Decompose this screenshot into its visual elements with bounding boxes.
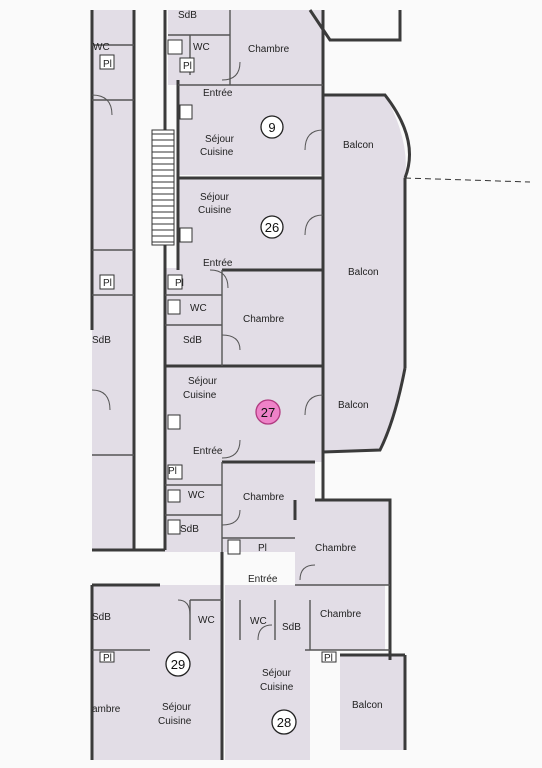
- label-sdb-26: SdB: [183, 335, 202, 346]
- label-wc-27: WC: [188, 490, 205, 501]
- label-chambre-26: Chambre: [243, 314, 285, 325]
- label-cuisine-28: Cuisine: [260, 682, 294, 693]
- label-wc-28: WC: [250, 616, 267, 627]
- label-entree-28: Entrée: [248, 574, 278, 585]
- apartment-26-badge: 26: [260, 215, 284, 239]
- label-cuisine-9: Cuisine: [200, 147, 234, 158]
- label-pl-top: Pl: [183, 61, 192, 72]
- label-entree-27: Entrée: [193, 446, 223, 457]
- label-pl-29: Pl: [103, 653, 112, 664]
- label-wc-top: WC: [193, 42, 210, 53]
- svg-text:28: 28: [277, 715, 291, 730]
- svg-text:27: 27: [261, 405, 275, 420]
- label-wc-26: WC: [190, 303, 207, 314]
- label-wc-29: WC: [198, 615, 215, 626]
- svg-text:9: 9: [268, 120, 275, 135]
- label-chambre-top: Chambre: [248, 44, 290, 55]
- label-balcon-28: Balcon: [352, 700, 383, 711]
- label-chambre-28: Chambre: [320, 609, 362, 620]
- label-entree-9: Entrée: [203, 88, 233, 99]
- label-pl-left-26: Pl: [103, 278, 112, 289]
- label-sejour-27: Séjour: [188, 376, 218, 387]
- room-labels: SdB WC WC Chambre Pl Pl Entrée Séjour Cu…: [92, 10, 383, 727]
- label-cuisine-29: Cuisine: [158, 716, 192, 727]
- label-pl-28-low: Pl: [324, 653, 333, 664]
- staircase: [151, 129, 175, 246]
- label-pl-28: Pl: [258, 543, 267, 554]
- apartment-numbers: 9 26 27 28 29: [165, 115, 297, 735]
- fixtures: [99, 39, 337, 663]
- svg-text:26: 26: [265, 220, 279, 235]
- doors: [91, 61, 324, 641]
- svg-text:29: 29: [171, 657, 185, 672]
- label-sdb-27: SdB: [180, 524, 199, 535]
- label-pl-26: Pl: [175, 278, 184, 289]
- apartment-28-badge: 28: [271, 709, 297, 735]
- label-cuisine-26: Cuisine: [198, 205, 232, 216]
- walls: [90, 9, 411, 760]
- label-chambre-27: Chambre: [243, 492, 285, 503]
- label-sejour-28: Séjour: [262, 668, 292, 679]
- label-chambre-29-partial: ambre: [92, 704, 121, 715]
- label-balcon-27: Balcon: [338, 400, 369, 411]
- label-pl-left-top: Pl: [103, 59, 112, 70]
- label-sejour-29: Séjour: [162, 702, 192, 713]
- label-entree-26: Entrée: [203, 258, 233, 269]
- apartment-9-badge: 9: [260, 115, 284, 139]
- label-balcon-26: Balcon: [348, 267, 379, 278]
- label-sdb-left-mid: SdB: [92, 335, 111, 346]
- label-chambre-28-top: Chambre: [315, 543, 357, 554]
- partitions: [92, 10, 531, 651]
- label-balcon-9: Balcon: [343, 140, 374, 151]
- label-wc-left-top: WC: [93, 42, 110, 53]
- label-sejour-9: Séjour: [205, 134, 235, 145]
- apartment-29-badge: 29: [165, 651, 191, 677]
- label-cuisine-27: Cuisine: [183, 390, 217, 401]
- label-sejour-26: Séjour: [200, 192, 230, 203]
- label-sdb-top: SdB: [178, 10, 197, 21]
- label-sdb-28: SdB: [282, 622, 301, 633]
- apartment-27-badge-highlighted: 27: [255, 399, 281, 425]
- label-sdb-29: SdB: [92, 612, 111, 623]
- room-fills: [92, 10, 406, 760]
- label-pl-27: Pl: [168, 466, 177, 477]
